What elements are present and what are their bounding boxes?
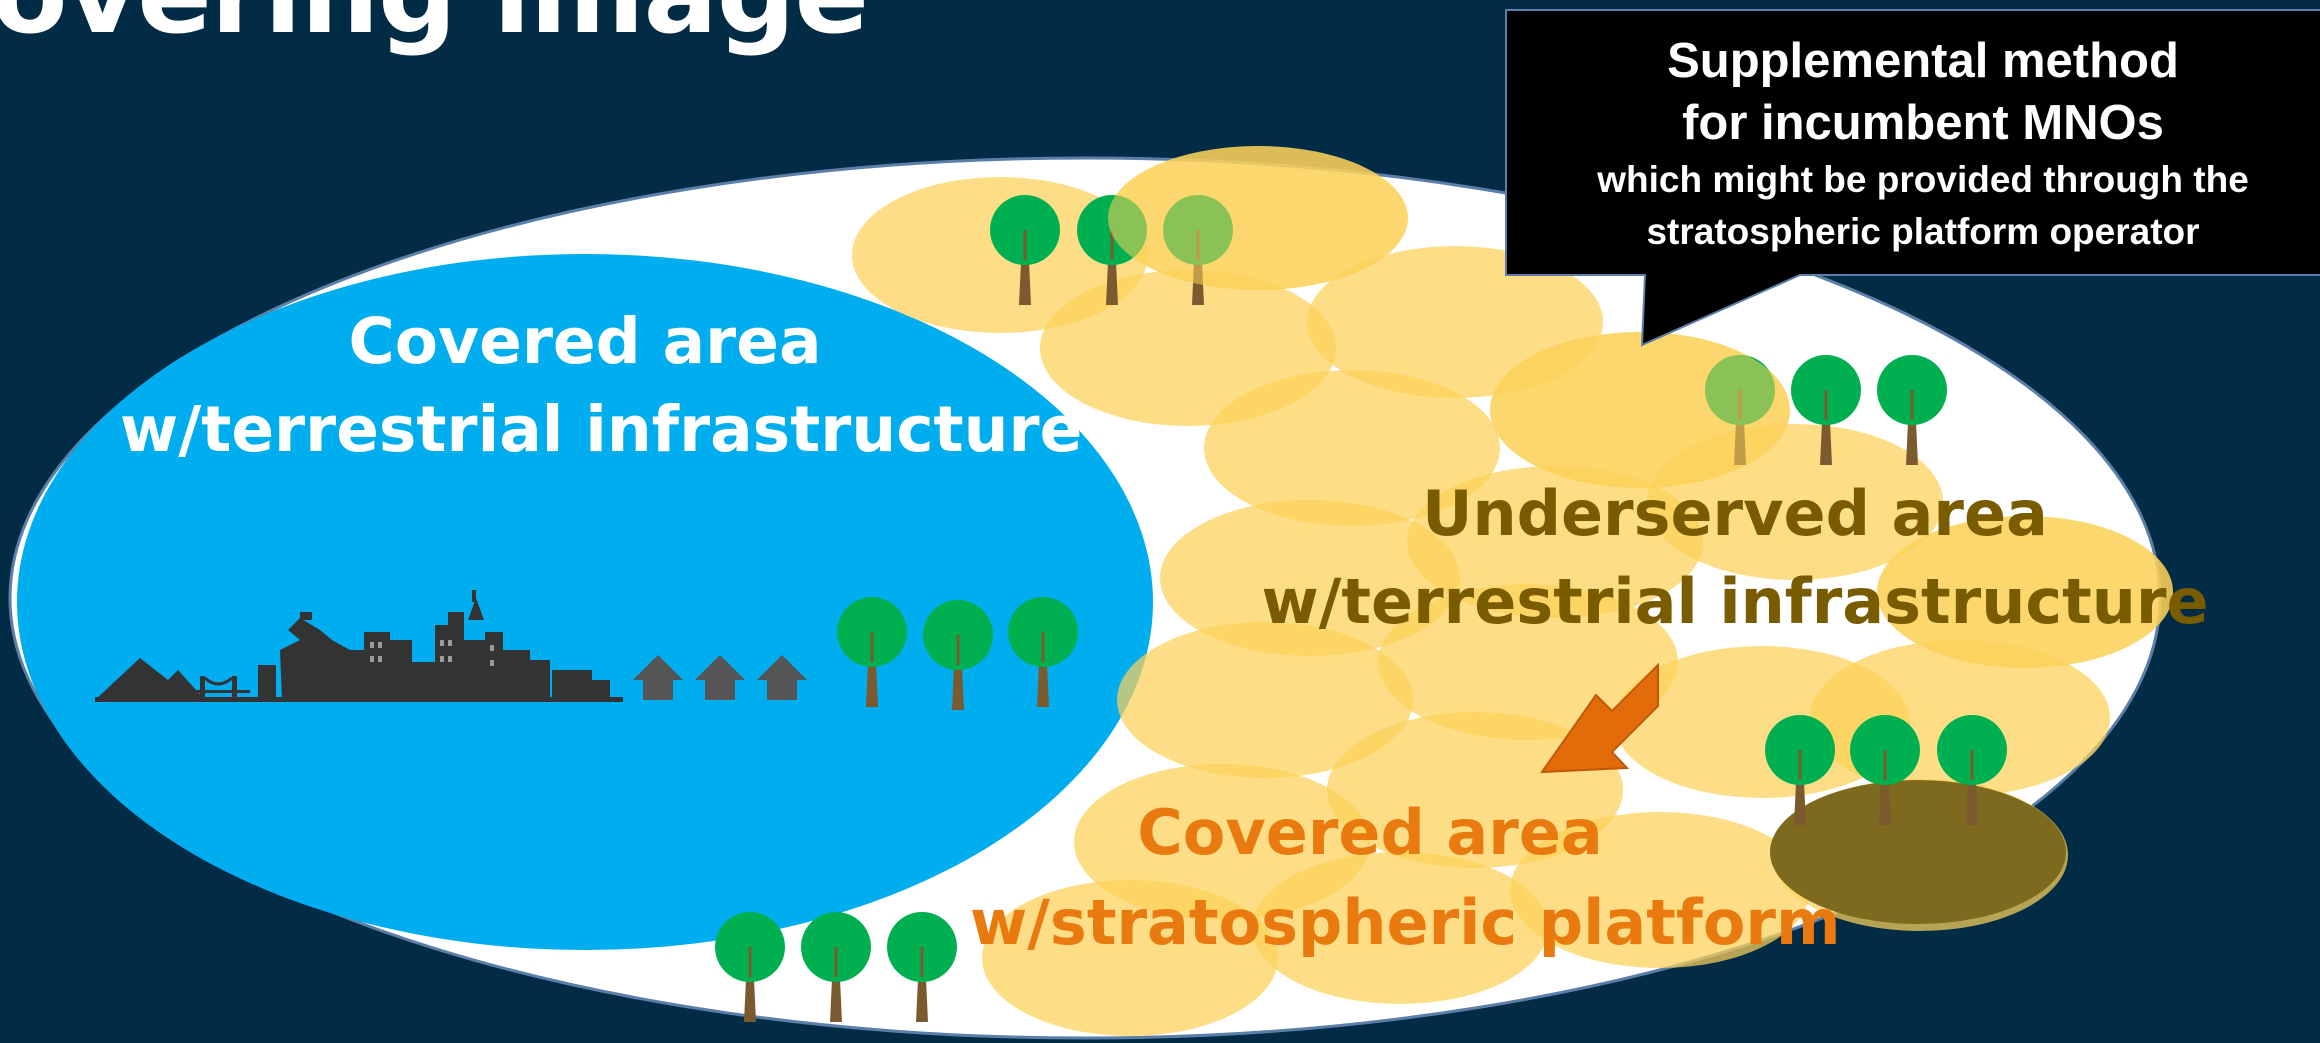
callout-line3: which might be provided through the — [1597, 159, 2249, 200]
tree-group-terrestrial — [835, 595, 1080, 712]
callout-line2: for incumbent MNOs — [1682, 96, 2164, 150]
house-icon — [695, 655, 745, 700]
stratospheric-area-line1: Covered area — [1137, 796, 1603, 869]
arrow-icon — [1540, 662, 1659, 774]
coverage-cell-dark — [1770, 780, 2066, 924]
coverage-cell — [1327, 712, 1623, 868]
underserved-area-label: Underserved area w/terrestrial infrastru… — [1255, 470, 2215, 646]
terrestrial-area-line1: Covered area — [348, 305, 822, 378]
house-icon — [757, 655, 807, 700]
house-icon — [633, 655, 683, 700]
castle-icon — [258, 612, 350, 700]
callout-line1: Supplemental method — [1667, 34, 2179, 88]
terrestrial-coverage-ellipse — [17, 254, 1153, 950]
coverage-cell — [982, 880, 1278, 1036]
mountain-icon — [95, 658, 205, 700]
coverage-cell — [1510, 812, 1810, 968]
buildings — [340, 590, 610, 700]
tree-group-right-bottom — [1763, 713, 2009, 827]
houses — [633, 655, 807, 700]
coverage-cell — [1204, 370, 1500, 526]
coverage-cell — [1117, 622, 1413, 778]
underserved-area-line2: w/terrestrial infrastructure — [1261, 565, 2209, 638]
coverage-cell — [1252, 852, 1548, 1004]
coverage-cell — [852, 177, 1148, 333]
stratospheric-area-label: Covered area w/stratospheric platform — [970, 788, 1841, 968]
coverage-cell — [1407, 466, 1703, 618]
terrestrial-area-label: Covered area w/terrestrial infrastructur… — [120, 298, 1083, 474]
coverage-cell — [1160, 500, 1460, 656]
callout-text: Supplemental method for incumbent MNOs w… — [1508, 30, 2320, 258]
callout-line4: stratospheric platform operator — [1646, 211, 2200, 252]
city-skyline-icon — [95, 590, 623, 702]
terrestrial-area-line2: w/terrestrial infrastructure — [120, 393, 1083, 466]
callout-box — [1505, 9, 2320, 347]
slide-title: overing image — [0, 0, 869, 58]
stratospheric-area-line2: w/stratospheric platform — [970, 886, 1841, 959]
tree-group-bottom — [713, 910, 959, 1024]
underserved-area-line1: Underserved area — [1422, 477, 2048, 550]
bridge-icon — [190, 676, 250, 700]
